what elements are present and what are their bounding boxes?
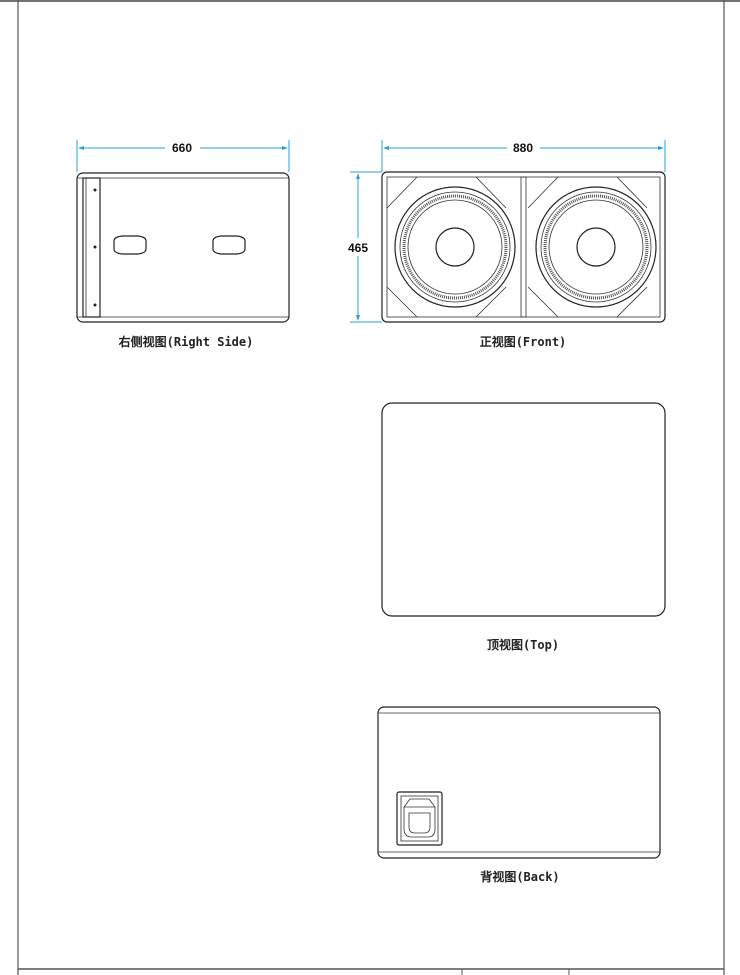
view-label: 右侧视图(Right Side) xyxy=(118,334,254,349)
width-dimension-660: 660 xyxy=(76,140,290,172)
dimension-label: 880 xyxy=(513,141,533,155)
handle-icon xyxy=(113,235,147,255)
width-dimension-880: 880 xyxy=(381,140,666,172)
top-view: 顶视图(Top) xyxy=(381,402,666,652)
recessed-handle-icon xyxy=(396,791,443,846)
view-label: 顶视图(Top) xyxy=(487,637,559,652)
back-view: 背视图(Back) xyxy=(377,706,661,884)
dimension-label: 660 xyxy=(172,141,192,155)
view-label: 背视图(Back) xyxy=(480,869,559,884)
front-view: 880 465 正视图 xyxy=(348,140,666,349)
height-dimension-465: 465 xyxy=(348,171,382,323)
woofer-left xyxy=(394,186,516,308)
view-label: 正视图(Front) xyxy=(480,334,567,349)
dimension-label: 465 xyxy=(348,241,368,255)
right-side-view: 660 右侧视图(Right Side) xyxy=(76,140,290,349)
handle-icon xyxy=(212,235,246,255)
woofer-right xyxy=(535,186,657,308)
